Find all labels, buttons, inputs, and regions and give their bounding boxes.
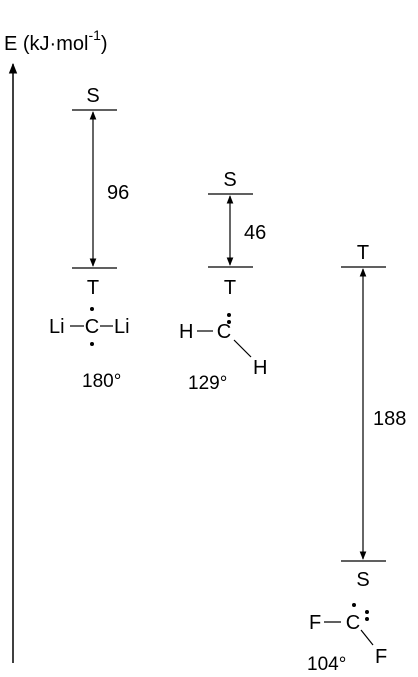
column-ch2: S 46 T H C H 129° [179, 169, 267, 394]
atom-left: H [179, 321, 193, 343]
lower-state-label: T [87, 277, 99, 299]
lower-state-label: S [356, 569, 369, 591]
bond-angle: 129° [188, 373, 227, 394]
atom-center: C [85, 316, 99, 338]
column-cli2: S 96 T Li C Li 180° [49, 85, 130, 392]
upper-state-label: T [357, 242, 369, 264]
atom-right: H [253, 357, 267, 379]
lone-electron-top [90, 307, 94, 311]
atom-right: F [375, 646, 387, 668]
lone-electron-right-1 [365, 610, 369, 614]
molecule-cli2: Li C Li [49, 307, 130, 346]
energy-axis-label-main: E (kJ·mol [4, 33, 88, 55]
bond-right [360, 629, 374, 646]
lone-electron-top [352, 603, 356, 607]
lower-state-label: T [224, 277, 236, 299]
lone-electron-bottom [227, 320, 231, 324]
energy-axis-label-superscript: -1 [88, 27, 101, 43]
bond-angle: 180° [82, 371, 121, 392]
bond-right [233, 339, 252, 358]
upper-state-label: S [86, 85, 99, 107]
column-cf2: T 188 S F C F 104° [307, 242, 406, 675]
energy-axis: E (kJ·mol-1) [4, 27, 108, 663]
energy-gap-value: 188 [373, 408, 406, 430]
atom-left: F [309, 612, 321, 634]
lone-electron-right-2 [365, 617, 369, 621]
lone-electron-top [227, 313, 231, 317]
molecule-cf2: F C F [309, 603, 387, 668]
atom-center: C [217, 321, 231, 343]
atom-left: Li [49, 316, 65, 338]
energy-axis-label: E (kJ·mol-1) [4, 27, 108, 55]
upper-state-label: S [223, 169, 236, 191]
molecule-ch2: H C H [179, 313, 267, 379]
atom-right: Li [114, 316, 130, 338]
atom-center: C [346, 612, 360, 634]
energy-gap-value: 46 [244, 222, 266, 244]
energy-gap-value: 96 [107, 182, 129, 204]
lone-electron-bottom [90, 342, 94, 346]
energy-axis-label-close: ) [101, 33, 108, 55]
bond-angle: 104° [307, 654, 346, 675]
